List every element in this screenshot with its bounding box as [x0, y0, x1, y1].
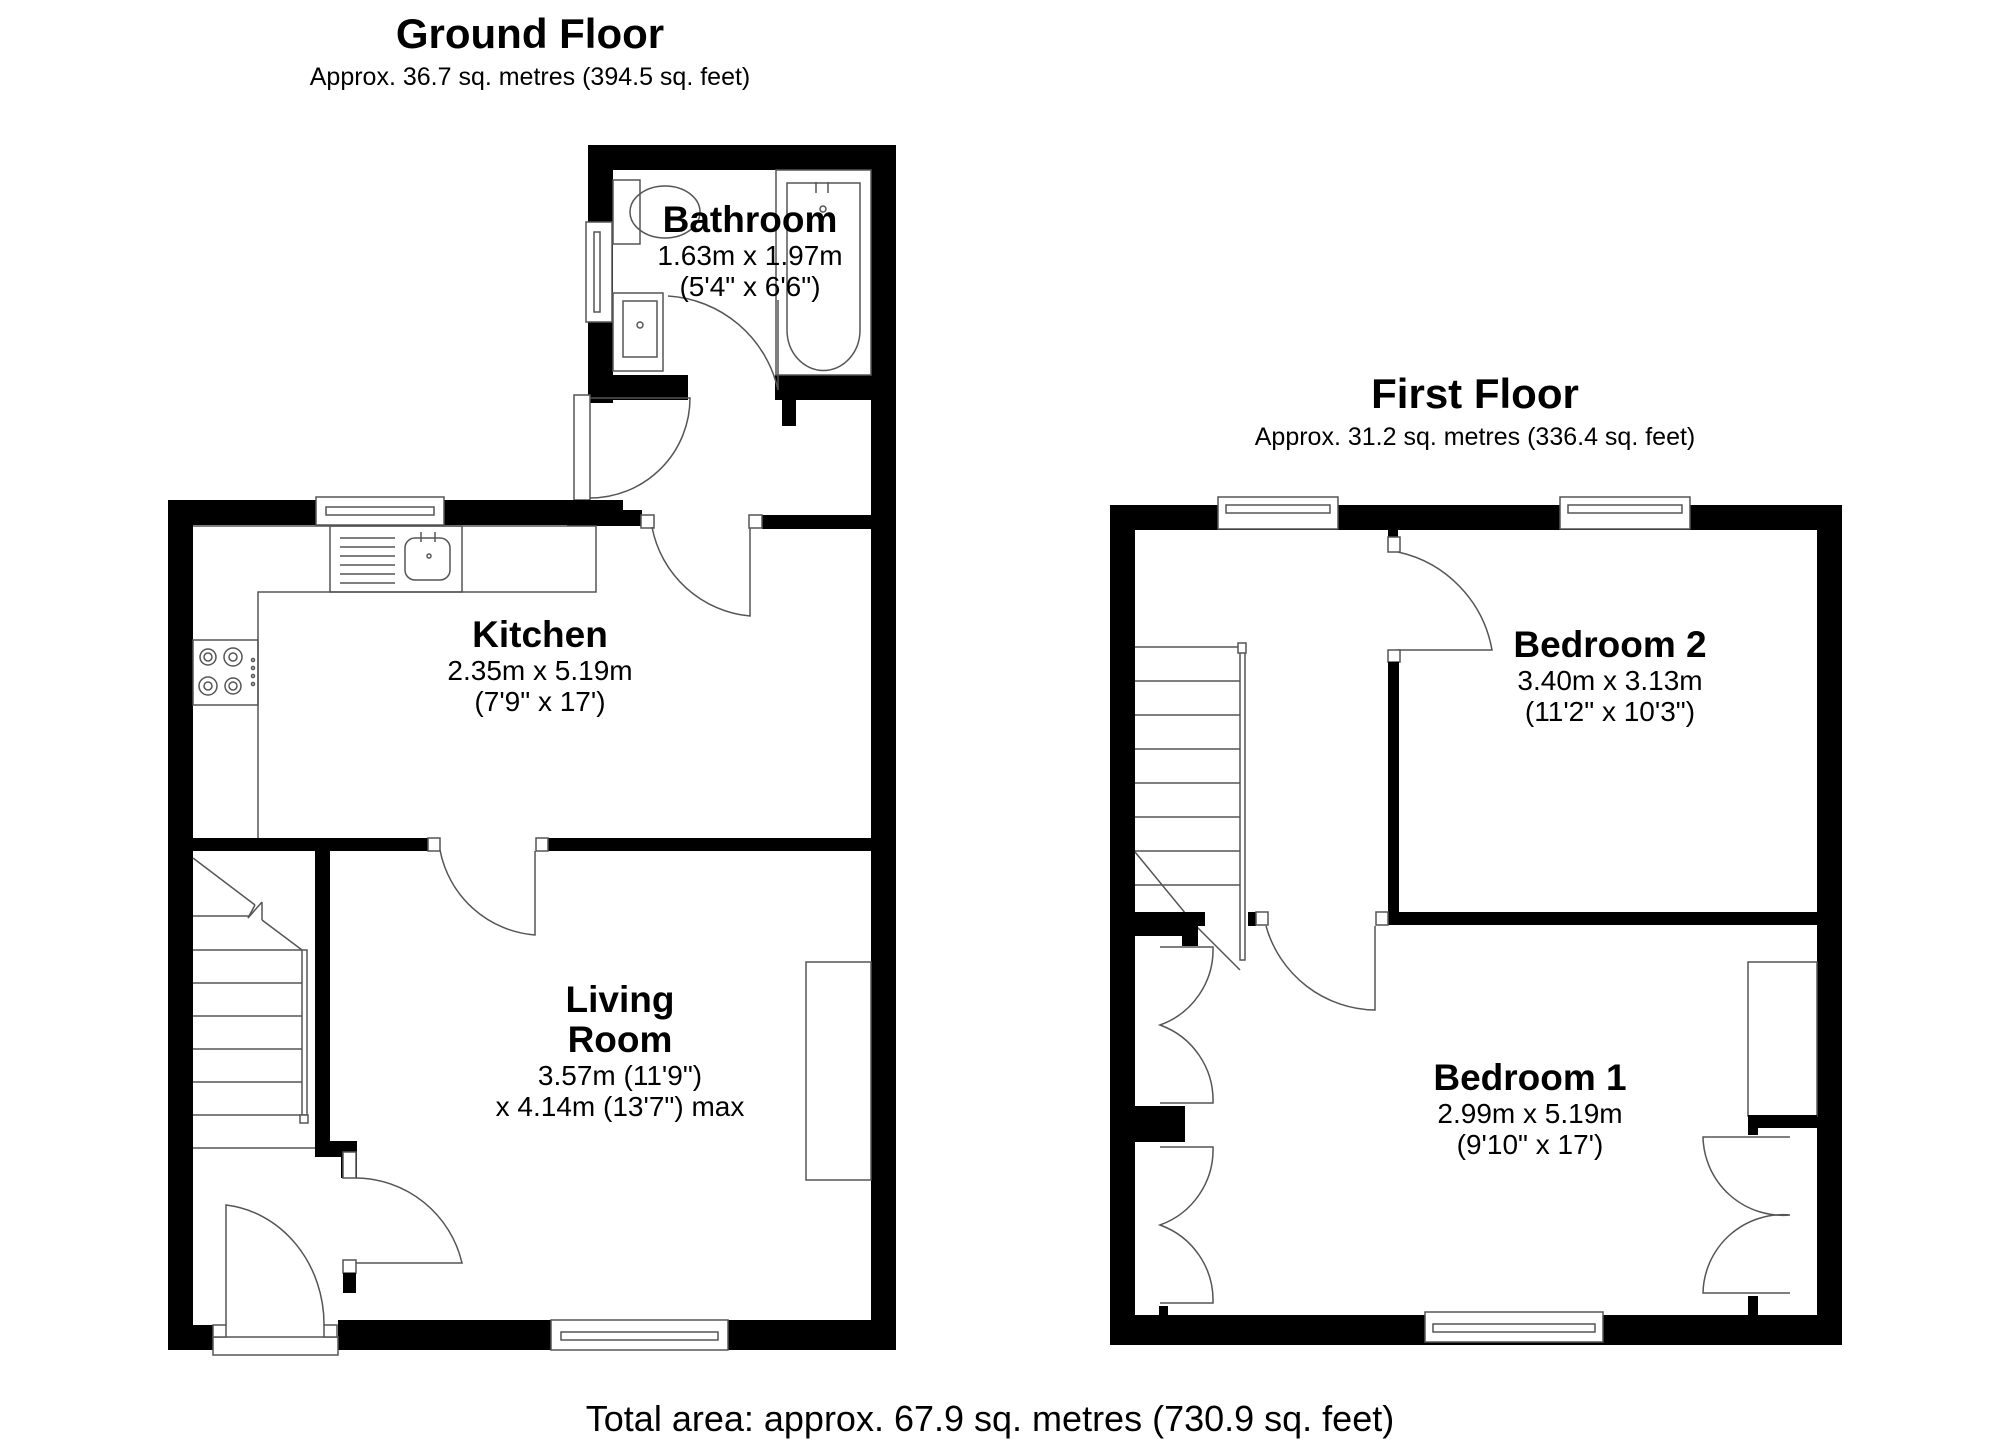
room-dimensions-imperial: (9'10" x 17')	[1456, 1129, 1604, 1160]
room-dimensions-imperial: (5'4" x 6'6")	[679, 271, 821, 302]
room-name-line2: Room	[567, 1019, 673, 1060]
room-dimensions-imperial: (7'9" x 17')	[474, 686, 606, 717]
room-label-bedroom-2: Bedroom 2 3.40m x 3.13m (11'2" x 10'3")	[1460, 624, 1760, 728]
room-name: Kitchen	[472, 614, 608, 655]
room-name: Bathroom	[662, 199, 838, 240]
room-dimensions-metric: 3.40m x 3.13m	[1517, 665, 1703, 696]
room-label-bathroom: Bathroom 1.63m x 1.97m (5'4" x 6'6")	[600, 199, 900, 303]
room-name-line1: Living	[565, 979, 675, 1020]
room-dimensions-imperial: (11'2" x 10'3")	[1524, 696, 1696, 727]
room-dimensions-metric: 2.35m x 5.19m	[447, 655, 633, 686]
room-name: Bedroom 1	[1433, 1057, 1627, 1098]
first-floor-area: Approx. 31.2 sq. metres (336.4 sq. feet)	[1254, 423, 1696, 451]
total-area: Total area: approx. 67.9 sq. metres (730…	[585, 1398, 1395, 1439]
room-label-kitchen: Kitchen 2.35m x 5.19m (7'9" x 17')	[390, 614, 690, 718]
ground-floor-area: Approx. 36.7 sq. metres (394.5 sq. feet)	[309, 63, 751, 91]
first-floor-plan	[1110, 496, 1842, 1345]
first-floor-title: First Floor	[1371, 370, 1579, 417]
room-dimensions-line1: 3.57m (11'9")	[537, 1060, 703, 1091]
ground-floor-title: Ground Floor	[395, 10, 665, 57]
room-label-bedroom-1: Bedroom 1 2.99m x 5.19m (9'10" x 17')	[1380, 1057, 1680, 1161]
room-dimensions-line2: x 4.14m (13'7") max	[495, 1091, 745, 1122]
ground-floor-plan	[168, 145, 896, 1356]
room-name: Bedroom 2	[1513, 624, 1707, 665]
room-dimensions-metric: 1.63m x 1.97m	[657, 240, 843, 271]
room-dimensions-metric: 2.99m x 5.19m	[1437, 1098, 1623, 1129]
room-label-living-room: Living Room 3.57m (11'9") x 4.14m (13'7"…	[430, 979, 810, 1123]
